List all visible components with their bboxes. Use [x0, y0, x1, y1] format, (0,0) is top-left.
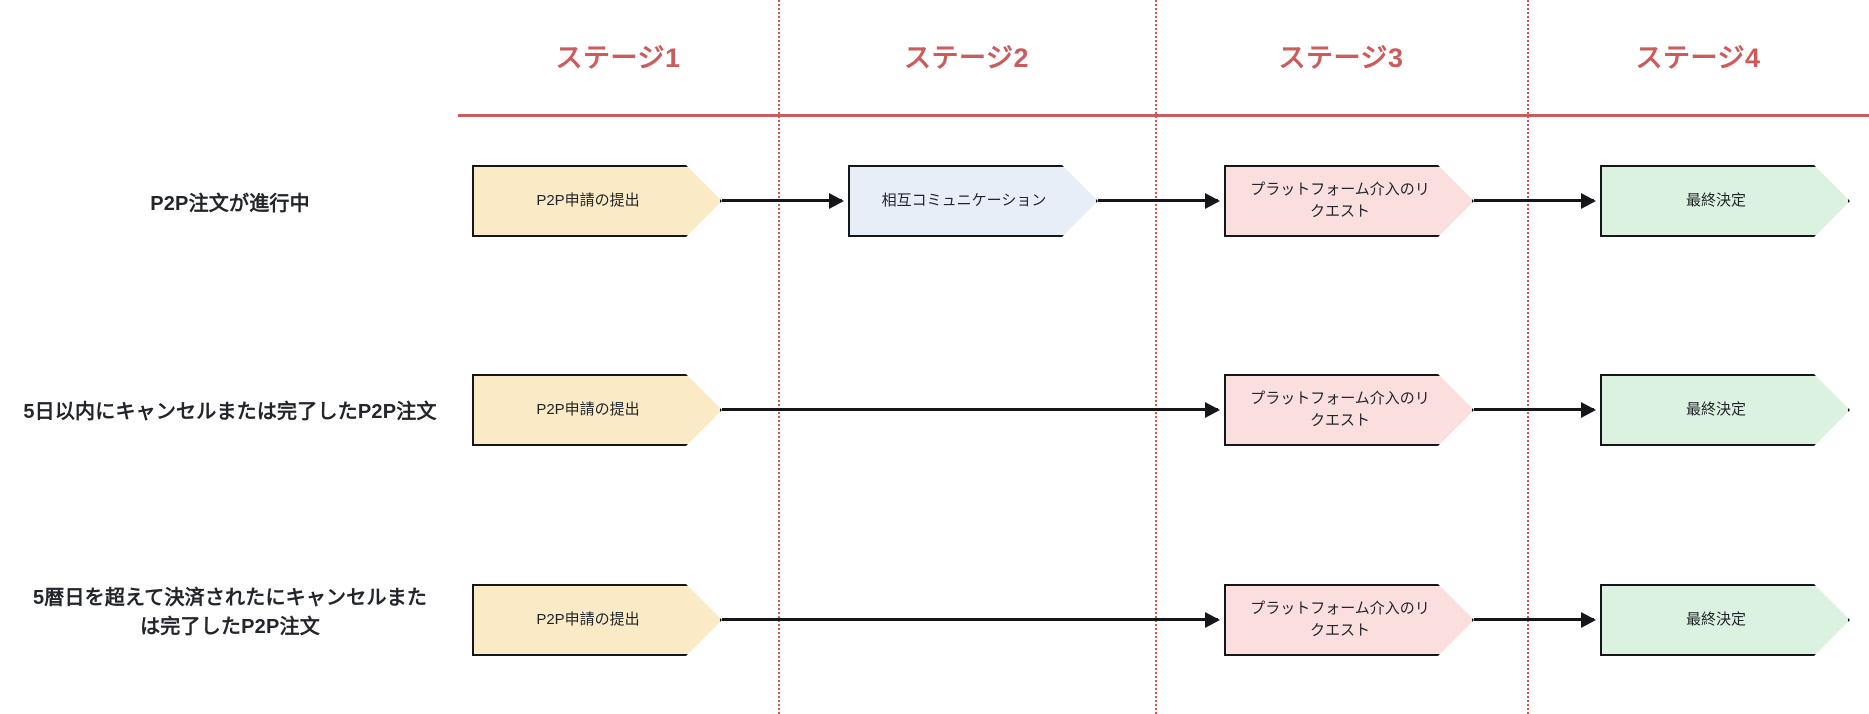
connector-row2-s3-s4 — [1474, 408, 1594, 411]
node-row1-stage4[interactable]: 最終決定 — [1600, 165, 1850, 237]
stage-header-3: ステージ3 — [1278, 43, 1404, 73]
stage-header-2: ステージ2 — [904, 43, 1029, 73]
node-row1-stage2[interactable]: 相互コミュニケーション — [848, 165, 1098, 237]
node-row1-stage4-label: 最終決定 — [1685, 191, 1746, 209]
node-row3-stage3-label-line2: クエスト — [1309, 622, 1370, 639]
stage-header-1: ステージ1 — [555, 43, 681, 73]
connector-row1-s1-s2 — [722, 199, 842, 202]
node-row2-stage1-label: P2P申請の提出 — [536, 400, 640, 418]
node-row2-stage3[interactable]: プラットフォーム介入のリ クエスト — [1224, 374, 1474, 446]
node-row1-stage3-label-line1: プラットフォーム介入のリ — [1250, 180, 1430, 198]
connector-row1-s3-s4 — [1474, 199, 1594, 202]
row-label-1: P2P注文が進行中 — [150, 193, 310, 215]
stage-divider-1-2 — [778, 0, 780, 714]
stage-header-4: ステージ4 — [1635, 43, 1761, 73]
node-row1-stage3[interactable]: プラットフォーム介入のリ クエスト — [1224, 165, 1474, 237]
node-row3-stage3-label-line1: プラットフォーム介入のリ — [1250, 599, 1430, 617]
node-row1-stage1[interactable]: P2P申請の提出 — [472, 165, 722, 237]
connector-row2-s1-s3 — [722, 408, 1218, 411]
node-row1-stage1-label: P2P申請の提出 — [536, 191, 640, 209]
node-row3-stage1-label: P2P申請の提出 — [536, 610, 640, 628]
connector-row3-s3-s4 — [1474, 618, 1594, 621]
node-row2-stage4[interactable]: 最終決定 — [1600, 374, 1850, 446]
row-label-2: 5日以内にキャンセルまたは完了したP2P注文 — [23, 401, 437, 423]
stage-divider-3-4 — [1527, 0, 1529, 714]
row-label-3: 5暦日を超えて決済されたにキャンセルまた は完了したP2P注文 — [10, 584, 450, 642]
node-row2-stage4-label: 最終決定 — [1685, 400, 1746, 418]
node-row2-stage3-label-line2: クエスト — [1309, 412, 1370, 429]
connector-row1-s2-s3 — [1098, 199, 1218, 202]
node-row1-stage3-label: プラットフォーム介入のリ クエスト — [1250, 179, 1430, 224]
stage-divider-2-3 — [1155, 0, 1157, 714]
node-row3-stage3-label: プラットフォーム介入のリ クエスト — [1250, 598, 1430, 643]
connector-row3-s1-s3 — [722, 618, 1218, 621]
node-row3-stage3[interactable]: プラットフォーム介入のリ クエスト — [1224, 584, 1474, 656]
node-row3-stage4-label: 最終決定 — [1685, 610, 1746, 628]
node-row2-stage3-label: プラットフォーム介入のリ クエスト — [1250, 388, 1430, 433]
stage-header-rule — [458, 114, 1869, 117]
node-row1-stage3-label-line2: クエスト — [1309, 203, 1370, 220]
node-row3-stage1[interactable]: P2P申請の提出 — [472, 584, 722, 656]
node-row2-stage1[interactable]: P2P申請の提出 — [472, 374, 722, 446]
row-label-3-line2: は完了したP2P注文 — [140, 616, 320, 638]
row-label-3-line1: 5暦日を超えて決済されたにキャンセルまた — [32, 587, 428, 609]
node-row3-stage4[interactable]: 最終決定 — [1600, 584, 1850, 656]
node-row2-stage3-label-line1: プラットフォーム介入のリ — [1250, 389, 1430, 407]
node-row1-stage2-label: 相互コミュニケーション — [881, 191, 1047, 209]
